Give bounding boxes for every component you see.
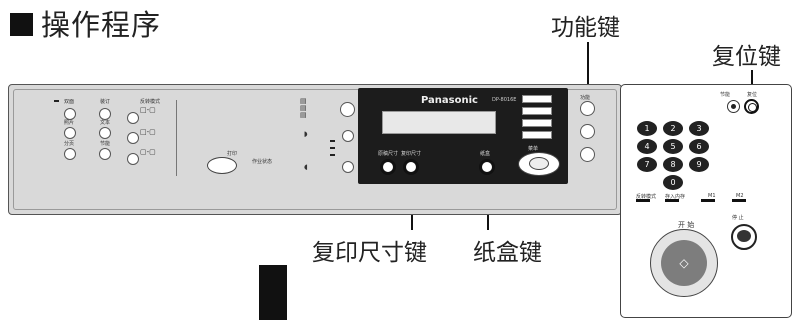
orig-type-button[interactable]	[340, 102, 355, 117]
energy-saver-led	[731, 104, 736, 109]
contrast-icon: ◗	[304, 130, 308, 138]
label-print: 打印	[227, 151, 238, 157]
tray-button[interactable]	[479, 159, 495, 175]
indicator-led	[54, 100, 59, 102]
reverse-mode-button[interactable]	[127, 112, 139, 124]
page-tab-marker	[259, 265, 287, 320]
label-m2: M2	[736, 193, 744, 199]
label-energy-saver: 节能	[720, 92, 731, 98]
label-function: 功能	[580, 95, 591, 101]
label-duplex: 双面	[64, 99, 75, 105]
density-led	[330, 140, 335, 142]
label-job-status: 作业状态	[252, 159, 273, 165]
keypad-8[interactable]: 8	[663, 157, 683, 172]
contrast-icon: ◖	[304, 163, 308, 171]
keypad-9[interactable]: 9	[689, 157, 709, 172]
energy-button[interactable]	[99, 148, 111, 160]
brand-logo: Panasonic	[421, 95, 478, 106]
label-photo: 照片	[64, 120, 75, 126]
text-mode-button[interactable]	[99, 127, 111, 139]
function-button-2[interactable]	[580, 124, 595, 139]
callout-line-function	[587, 42, 589, 102]
model-number: DP-8016E	[492, 97, 517, 103]
duplex-mode-button[interactable]	[127, 153, 139, 165]
label-orig-size: 原稿尺寸	[378, 151, 399, 157]
label-energy: 节能	[100, 141, 111, 147]
stack-icon: □-▢	[140, 106, 156, 114]
diamond-icon: ◇	[661, 240, 707, 286]
keypad-0[interactable]: 0	[663, 175, 683, 190]
square-bullet-icon	[10, 13, 33, 36]
function-button[interactable]	[580, 101, 595, 116]
darker-button[interactable]	[342, 161, 354, 173]
keypad-2[interactable]: 2	[663, 121, 683, 136]
label-reverse-mode: 反转模式	[140, 99, 161, 105]
layout-icon: □-▢	[140, 128, 156, 136]
copy-size-button[interactable]	[403, 159, 419, 175]
keypad-1[interactable]: 1	[637, 121, 657, 136]
page-icon: ▤	[300, 111, 307, 119]
keypad-4[interactable]: 4	[637, 139, 657, 154]
paper-tray-indicator	[522, 131, 552, 139]
function-button-3[interactable]	[580, 147, 595, 162]
callout-reset-key: 复位键	[712, 44, 781, 70]
keypad-5[interactable]: 5	[663, 139, 683, 154]
duplex-button[interactable]	[64, 108, 76, 120]
memory-button[interactable]	[127, 132, 139, 144]
label-reverse: 反转模式	[636, 194, 657, 200]
callout-copy-size-key: 复印尺寸键	[312, 240, 427, 266]
callout-tray-key: 纸盒键	[473, 240, 542, 266]
stop-icon	[737, 230, 751, 242]
paper-tray-indicator	[522, 107, 552, 115]
density-led	[330, 147, 335, 149]
label-start: 开 始	[678, 221, 695, 229]
label-menu: 菜单	[528, 146, 539, 152]
label-sort: 分页	[64, 141, 75, 147]
label-copy-size: 复印尺寸	[401, 151, 422, 157]
keypad-3[interactable]: 3	[689, 121, 709, 136]
page-title: 操作程序	[10, 2, 161, 44]
label-memory-in: 存入内存	[665, 194, 686, 200]
page-icon: ▤	[300, 104, 307, 112]
sort-button[interactable]	[64, 148, 76, 160]
label-m1: M1	[708, 193, 716, 199]
density-led	[330, 154, 335, 156]
callout-function-key: 功能键	[551, 15, 620, 41]
print-button[interactable]	[207, 157, 237, 174]
duplex-icon: ▢-▢	[140, 148, 156, 156]
circle-icon	[748, 103, 757, 112]
paper-tray-indicator	[522, 95, 552, 103]
dpad-center-button[interactable]	[529, 157, 549, 170]
memory-led	[701, 199, 715, 202]
memory-led	[665, 199, 679, 202]
stop-button[interactable]	[731, 224, 757, 250]
memory-led	[636, 199, 650, 202]
original-size-button[interactable]	[380, 159, 396, 175]
staple-button[interactable]	[99, 108, 111, 120]
memory-led	[732, 199, 746, 202]
page-icon: ▤	[300, 97, 307, 105]
label-text: 文本	[100, 120, 111, 126]
label-stop: 停 止	[732, 215, 744, 221]
panel-bezel	[13, 89, 617, 210]
label-reset: 复位	[747, 92, 758, 98]
lighter-button[interactable]	[342, 130, 354, 142]
label-staple: 装订	[100, 99, 111, 105]
lcd-display	[382, 111, 496, 134]
photo-button[interactable]	[64, 127, 76, 139]
paper-tray-indicator	[522, 119, 552, 127]
keypad-7[interactable]: 7	[637, 157, 657, 172]
panel-divider	[176, 100, 177, 176]
label-tray: 纸盒	[480, 151, 491, 157]
keypad-6[interactable]: 6	[689, 139, 709, 154]
